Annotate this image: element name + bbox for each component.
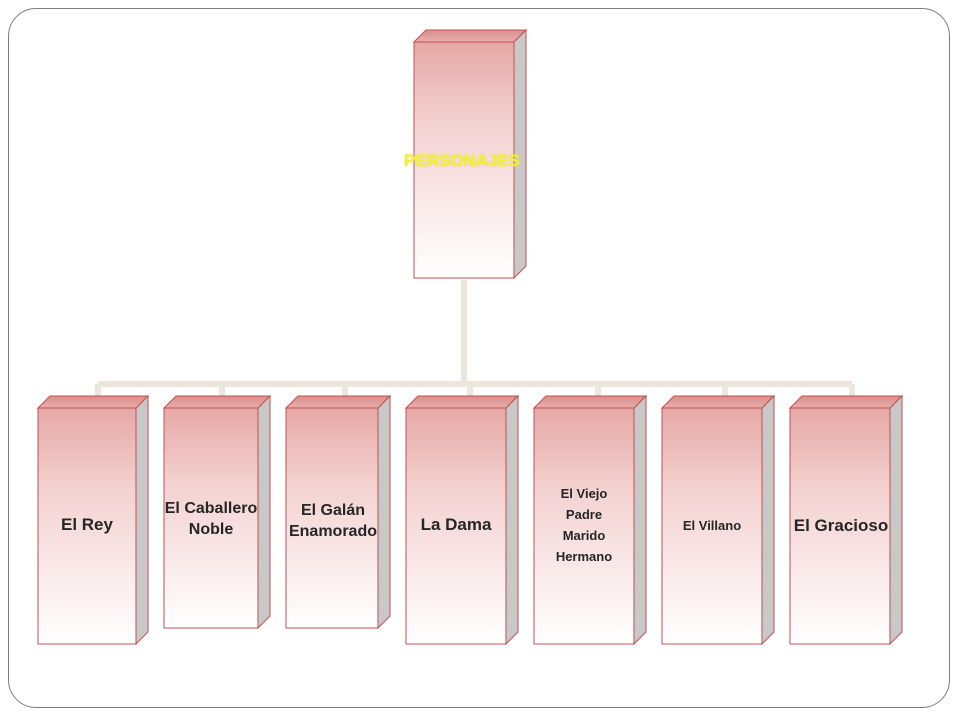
root-node-box [412,28,528,280]
child-node-box [284,394,392,630]
child-node-box [660,394,776,646]
child-node-label-el-rey: El Rey [61,514,113,534]
slide-frame [8,8,950,708]
child-node-box [36,394,150,646]
child-node-box [532,394,648,646]
connector-lines [95,280,855,400]
child-node-label-la-dama: La Dama [420,514,492,534]
child-node-box [404,394,520,646]
child-node-box [162,394,272,630]
child-node-label-el-villano: El Villano [682,517,742,533]
child-node-label-el-galan-enamorado: El Galán Enamorado [288,502,377,540]
root-node-label: PERSONAJES [403,151,521,170]
child-node-label-el-gracioso: El Gracioso [793,515,889,535]
child-node-label-el-viejo-padre-marido-hermano: El Viejo Padre Marido Hermano [555,486,613,564]
child-node-box [788,394,904,646]
child-node-label-el-caballero-noble: El Caballero Noble [164,500,258,538]
